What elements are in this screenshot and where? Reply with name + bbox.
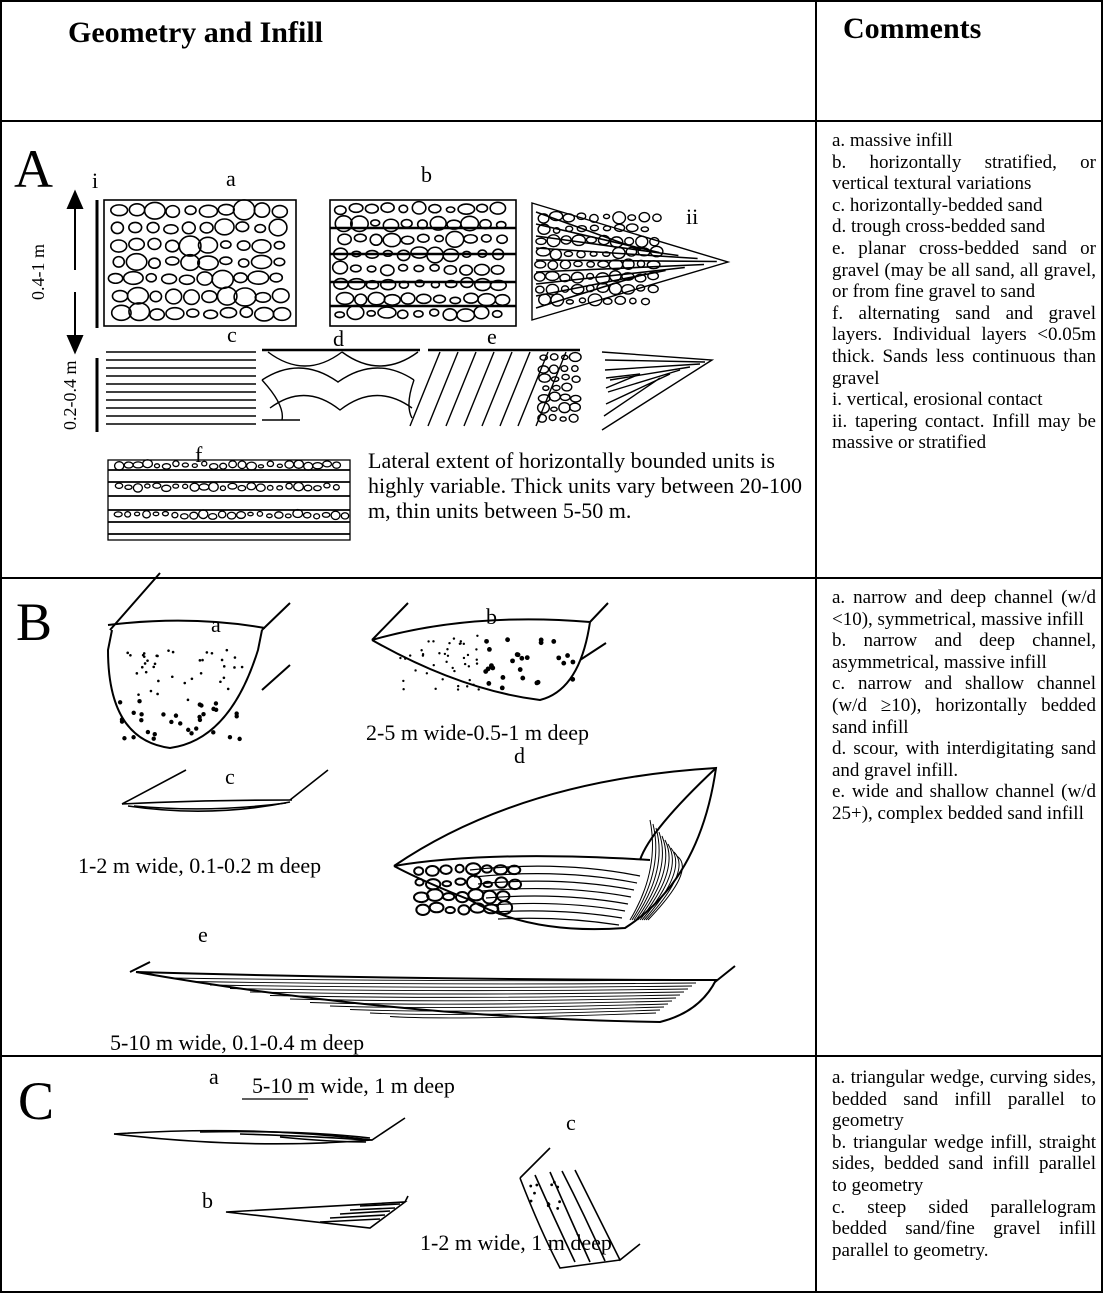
- wedge-a-dimensions: 5-10 m wide, 1 m deep: [252, 1073, 455, 1098]
- comment-c-c: c. steep sided parallelogram bedded sand…: [832, 1197, 1096, 1262]
- section-c-sketches: [0, 0, 815, 1293]
- section-b-comments: a. narrow and deep channel (w/d <10), sy…: [832, 587, 1096, 825]
- wedge-a-curving: [114, 1099, 405, 1144]
- section-a-comments: a. massive infill b. horizontally strati…: [832, 130, 1096, 454]
- comment-a-c: c. horizontally-bedded sand: [832, 195, 1096, 217]
- comment-c-b: b. triangular wedge infill, straight sid…: [832, 1132, 1096, 1197]
- wedge-a-mark: a: [209, 1064, 219, 1090]
- comment-a-e: e. planar cross-bedded sand or gravel (m…: [832, 238, 1096, 303]
- parallelogram-c-mark: c: [566, 1110, 576, 1136]
- comment-a-i: i. vertical, erosional contact: [832, 389, 1096, 411]
- wedge-b-mark: b: [202, 1188, 213, 1214]
- comment-a-ii: ii. tapering contact. Infill may be mass…: [832, 411, 1096, 454]
- comment-b-e: e. wide and shallow channel (w/d 25+), c…: [832, 781, 1096, 824]
- comment-b-c: c. narrow and shallow channel (w/d ≥10),…: [832, 673, 1096, 738]
- comment-b-d: d. scour, with interdigitating sand and …: [832, 738, 1096, 781]
- comment-b-b: b. narrow and deep channel, asymmetrical…: [832, 630, 1096, 673]
- wedge-b-straight: [226, 1196, 408, 1228]
- comment-b-a: a. narrow and deep channel (w/d <10), sy…: [832, 587, 1096, 630]
- comment-a-b: b. horizontally stratified, or vertical …: [832, 152, 1096, 195]
- comment-c-a: a. triangular wedge, curving sides, bedd…: [832, 1067, 1096, 1132]
- comment-a-f: f. alternating sand and gravel layers. I…: [832, 303, 1096, 389]
- header-comments: Comments: [843, 12, 981, 46]
- wedge-b-dimensions: 1-2 m wide, 1 m deep: [420, 1230, 612, 1255]
- column-divider: [815, 0, 817, 1293]
- section-c-comments: a. triangular wedge, curving sides, bedd…: [832, 1067, 1096, 1261]
- comment-a-a: a. massive infill: [832, 130, 1096, 152]
- comment-a-d: d. trough cross-bedded sand: [832, 216, 1096, 238]
